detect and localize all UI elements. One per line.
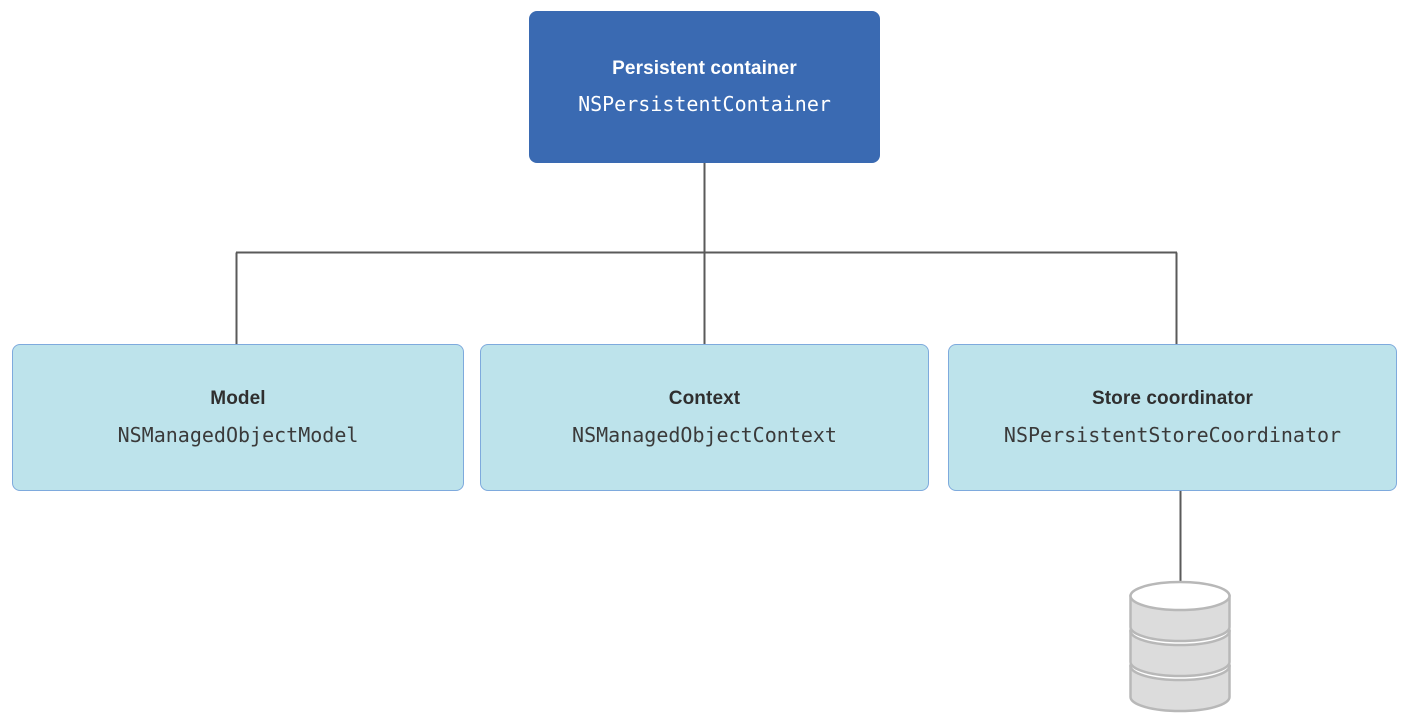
node-title: Model <box>210 388 266 410</box>
node-title: Persistent container <box>612 57 797 79</box>
node-subtitle: NSPersistentContainer <box>578 92 831 117</box>
node-model[interactable]: Model NSManagedObjectModel <box>12 344 464 491</box>
node-persistent-container[interactable]: Persistent container NSPersistentContain… <box>529 11 880 163</box>
node-title: Context <box>668 388 741 410</box>
node-title: Store coordinator <box>1091 388 1254 410</box>
node-store-coordinator[interactable]: Store coordinator NSPersistentStoreCoord… <box>948 344 1397 491</box>
db-ellipse-top <box>1129 580 1231 612</box>
node-subtitle: NSManagedObjectModel <box>117 422 359 447</box>
node-context[interactable]: Context NSManagedObjectContext <box>480 344 929 491</box>
node-subtitle: NSPersistentStoreCoordinator <box>1003 422 1342 447</box>
database-cylinder-icon[interactable] <box>1128 578 1232 714</box>
node-subtitle: NSManagedObjectContext <box>572 422 837 447</box>
